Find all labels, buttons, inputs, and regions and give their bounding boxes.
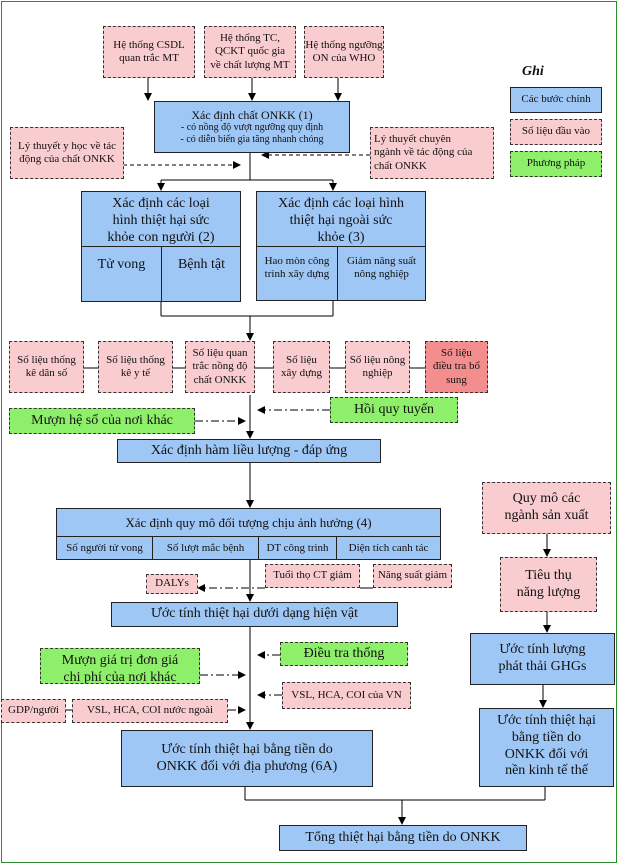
input-csdl: Hệ thống CSDL quan trắc MT xyxy=(103,26,195,78)
step2-death: Tử vong xyxy=(97,256,146,272)
gdp-per-capita: GDP/người xyxy=(1,699,66,723)
step4-deaths: Số người tử vong xyxy=(66,541,143,554)
vsl-foreign: VSL, HCA, COI nước ngoài xyxy=(72,699,228,723)
total-damage: Tổng thiệt hại bằng tiền do ONKK xyxy=(279,825,527,851)
step2-health-damage: Xác định các loại hình thiệt hại sức khỏ… xyxy=(81,191,241,302)
step4-scale: Xác định quy mô đối tượng chịu ảnh hưởng… xyxy=(56,508,441,560)
method-borrow-price: Mượn giá trị đơn giá chi phí của nơi khá… xyxy=(40,648,200,684)
dalys: DALYs xyxy=(146,574,198,594)
yield-reduced: Năng suất giảm xyxy=(373,564,452,588)
legend-method: Phương pháp xyxy=(510,151,602,177)
method-regression: Hồi quy tuyến xyxy=(330,397,458,423)
ghg-emissions: Ước tính lượng phát thải GHGs xyxy=(470,633,615,685)
step2-title: Xác định các loại hình thiệt hại sức khỏ… xyxy=(107,196,215,245)
step3-title: Xác định các loại hình thiệt hại ngoài s… xyxy=(278,196,404,245)
data-health: Số liệu thống kê y tế xyxy=(98,341,173,393)
production-scale: Quy mô các ngành sản xuất xyxy=(482,482,611,534)
global-money: Ước tính thiệt hại bằng tiền do ONKK đối… xyxy=(479,708,614,787)
dose-response: Xác định hàm liều lượng - đáp ứng xyxy=(117,439,381,463)
step3-yield: Giảm năng suất nông nghiệp xyxy=(346,254,417,280)
step6a-local-money: Ước tính thiệt hại bằng tiền do ONKK đối… xyxy=(121,730,373,787)
step1-line2: - có diễn biến gia tăng nhanh chóng xyxy=(180,134,324,146)
step4-dt: DT công trình xyxy=(266,541,329,554)
medical-theory: Lý thuyết y học về tác động của chất ONK… xyxy=(10,127,124,179)
data-population: Số liệu thống kê dân số xyxy=(9,341,84,393)
vsl-vn: VSL, HCA, COI của VN xyxy=(282,682,411,709)
step3-wear: Hao mòn công trình xây dựng xyxy=(264,254,330,280)
legend-input-data: Số liệu đầu vào xyxy=(510,119,602,145)
legend-main-steps: Các bước chính xyxy=(510,87,602,113)
data-construction: Số liệu xây dựng xyxy=(273,341,330,393)
step2-disease: Bệnh tật xyxy=(177,256,226,272)
step3-nonhealth-damage: Xác định các loại hình thiệt hại ngoài s… xyxy=(256,191,426,301)
physical-damage: Ước tính thiệt hại dưới dạng hiện vật xyxy=(111,602,398,627)
specialist-theory: Lý thuyết chuyên ngành về tác động của c… xyxy=(370,127,494,179)
step4-area: Diện tích canh tác xyxy=(348,541,429,554)
step1-title: Xác định chất ONKK (1) xyxy=(191,107,313,122)
step1-identify-pollutant: Xác định chất ONKK (1) - có nồng độ vượt… xyxy=(154,101,350,153)
input-who: Hệ thống ngưỡng ON của WHO xyxy=(304,26,384,78)
step1-line1: - có nồng độ vượt ngưỡng quy định xyxy=(180,122,324,134)
step4-title: Xác định quy mô đối tượng chịu ảnh hưởng… xyxy=(125,514,372,530)
legend-title: Ghi xyxy=(522,64,544,79)
data-monitoring: Số liệu quan trắc nồng độ chất ONKK xyxy=(185,341,255,393)
method-survey: Điều tra thống xyxy=(280,642,408,666)
method-borrow-coefficient: Mượn hệ số của nơi khác xyxy=(9,408,195,434)
energy-consumption: Tiêu thụ năng lượng xyxy=(500,557,597,612)
input-tc-qckt: Hệ thống TC, QCKT quốc gia về chất lượng… xyxy=(204,26,296,78)
lifespan-reduced: Tuổi thọ CT giảm xyxy=(265,564,360,588)
step4-cases: Số lượt mắc bệnh xyxy=(166,541,245,554)
data-agriculture: Số liệu nông nghiệp xyxy=(345,341,410,393)
data-extra-survey: Số liệu điều tra bổ sung xyxy=(425,341,488,393)
